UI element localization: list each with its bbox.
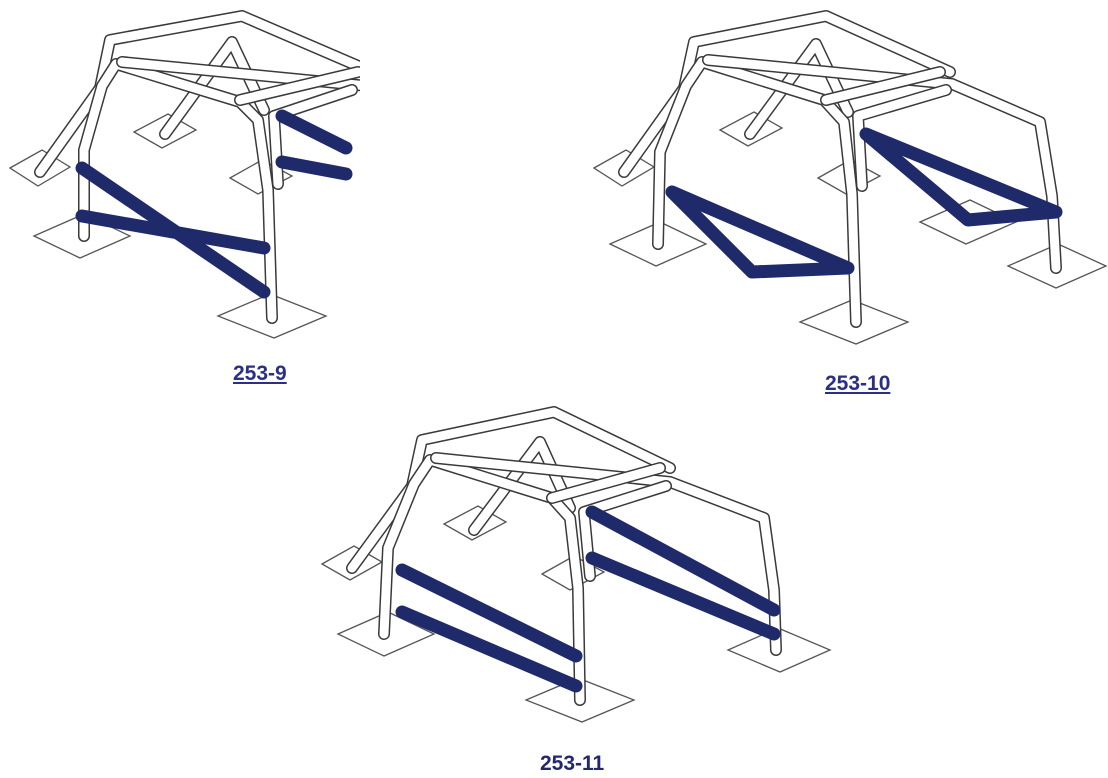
caption-253-9-link[interactable]: 253-9 xyxy=(233,362,287,385)
x-braces xyxy=(75,109,353,299)
parallel-braces xyxy=(395,505,781,693)
caption-253-11: 253-11 xyxy=(540,752,605,775)
roll-cage-diagram-253-10 xyxy=(592,10,1108,345)
roll-cage-diagram-253-9 xyxy=(8,10,360,339)
cage-tubes xyxy=(34,10,360,324)
v-braces xyxy=(665,127,1063,279)
caption-253-10-link[interactable]: 253-10 xyxy=(825,372,891,395)
roll-cage-diagram-253-11 xyxy=(320,406,832,723)
